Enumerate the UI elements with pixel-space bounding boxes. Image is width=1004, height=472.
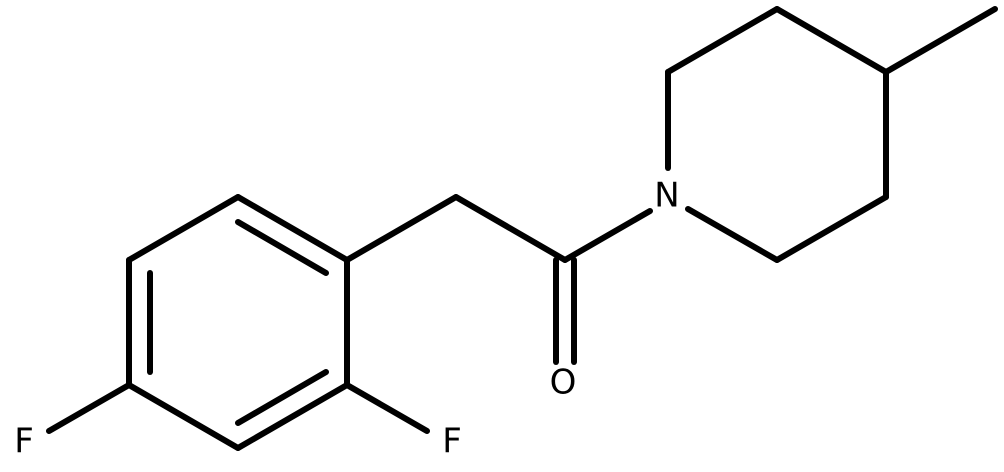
ring-bond-c3-c4 [235, 382, 350, 451]
ring-double-bond-inner-2 [235, 369, 329, 426]
benzene-ring [126, 194, 350, 451]
ring-double-bond-inner-1 [235, 219, 329, 276]
ring-bond-c6-c1 [126, 194, 241, 263]
bond-carbonyl-n [562, 208, 653, 263]
piperidine-ring [665, 6, 889, 263]
atom-label-fluorine-ortho: F [442, 422, 462, 462]
pip-bond-c6-n [685, 206, 780, 263]
pip-bond-c3-c4 [774, 6, 889, 75]
bond-methyl [883, 6, 998, 75]
bond-c-f-para [46, 382, 132, 434]
atom-label-oxygen: O [550, 363, 577, 403]
bond-ring-ch2 [344, 194, 459, 263]
ring-bond-c1-c2 [235, 194, 350, 263]
pip-bond-c2-c3 [665, 6, 780, 75]
atom-label-fluorine-para: F [14, 422, 34, 462]
pip-bond-c5-c6 [774, 194, 889, 263]
bond-ch2-carbonyl [453, 194, 568, 263]
ring-bond-c4-c5 [126, 382, 241, 451]
bond-c-f-ortho [344, 382, 430, 434]
atom-label-nitrogen: N [654, 176, 679, 216]
